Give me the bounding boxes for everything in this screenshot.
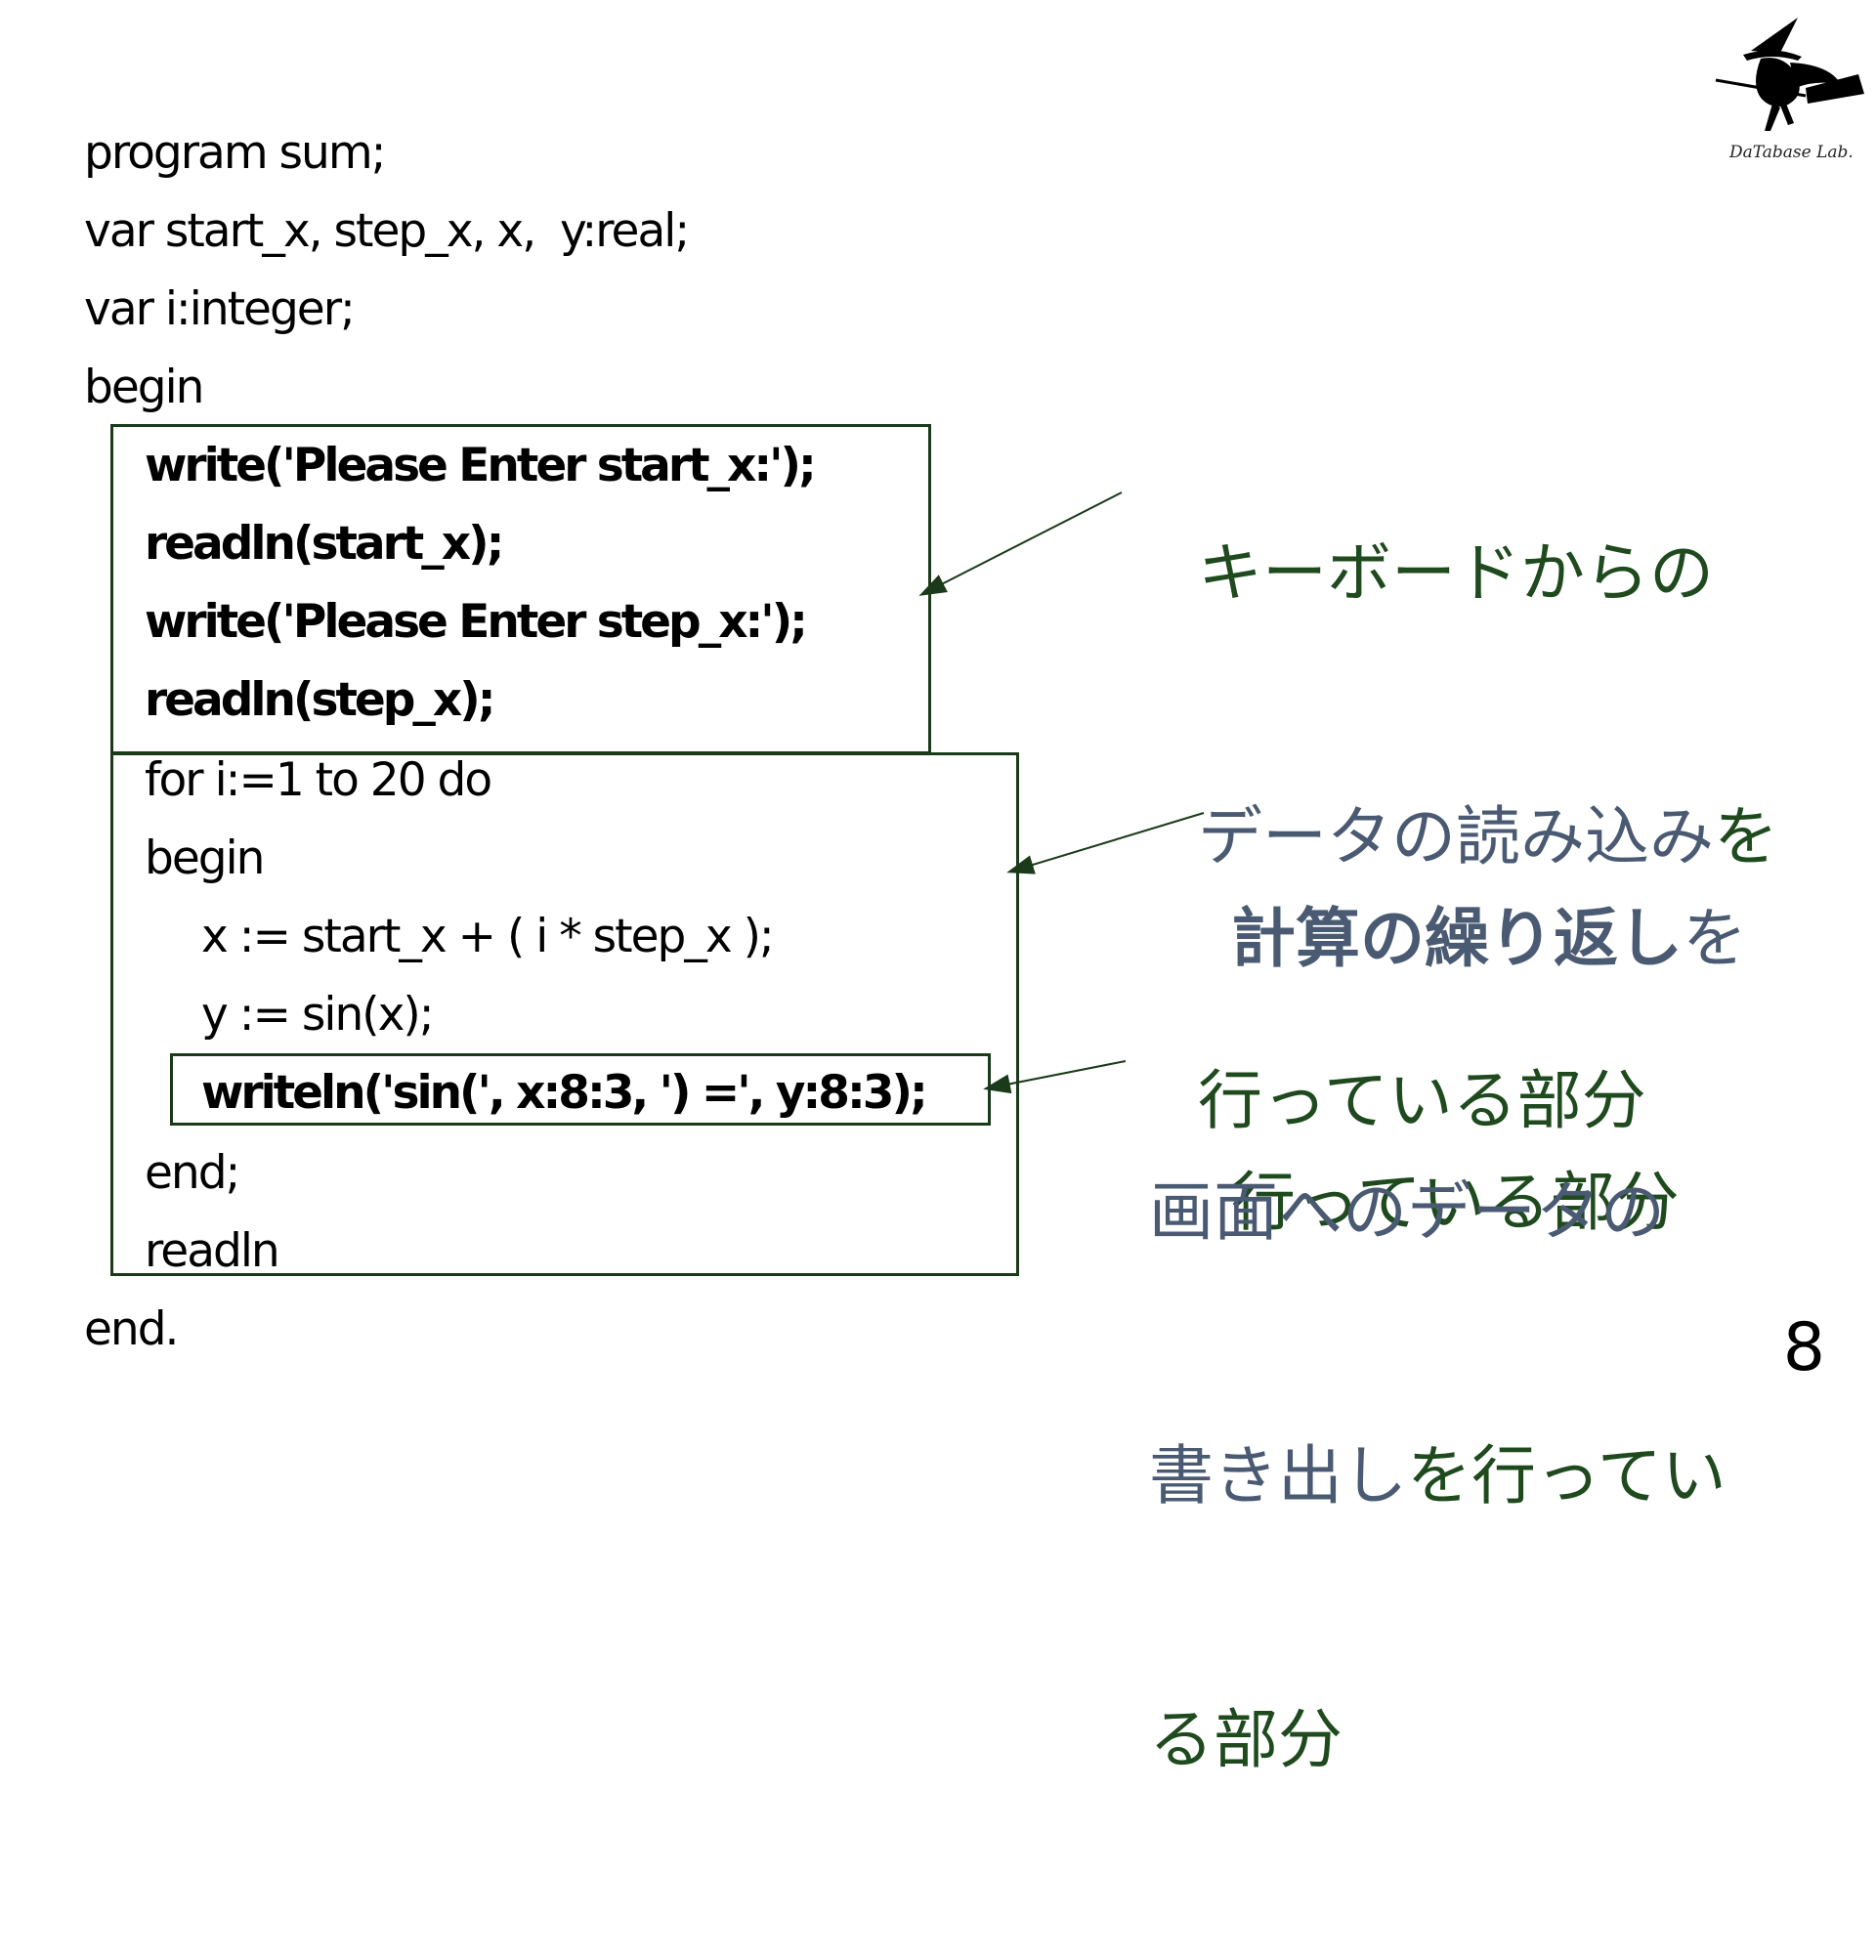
callout-loop-line2: 行っている部分 bbox=[1231, 1165, 1680, 1240]
witch-on-broom-icon bbox=[1715, 18, 1864, 131]
callout-output-line3: る部分 bbox=[1149, 1702, 1343, 1777]
code-line-loop-begin: begin bbox=[145, 831, 265, 885]
code-line-for: for i:=1 to 20 do bbox=[145, 753, 492, 807]
code-line-x-assign: x := start_x + ( i * step_x ); bbox=[201, 910, 775, 963]
code-line-readln: readln bbox=[145, 1224, 280, 1278]
input-arrow bbox=[918, 491, 1123, 596]
callout-input: キーボードからの データの読み込みを 行っている部分 bbox=[1198, 354, 1778, 1321]
slide: DaTabase Lab. program sum; var start_x, … bbox=[84, 18, 1864, 1777]
callout-loop: 計算の繰り返しを 行っている部分 bbox=[1231, 719, 1747, 1423]
callout-output: 画面へのデータの 書き出しを行ってい る部分 bbox=[1149, 993, 1727, 1960]
code-line-y-assign: y := sin(x); bbox=[201, 988, 435, 1042]
loop-box bbox=[110, 752, 1019, 1276]
code-line-write-step: write('Please Enter step_x:'); bbox=[145, 595, 808, 649]
callout-loop-line1: 計算の繰り返しを bbox=[1231, 901, 1747, 976]
callout-output-line2: 書き出しを行ってい bbox=[1149, 1438, 1727, 1513]
code-line-program: program sum; bbox=[84, 126, 386, 180]
code-line-begin: begin bbox=[84, 361, 204, 414]
callout-input-line1: キーボードからの bbox=[1198, 535, 1714, 611]
callout-input-line3: 行っている部分 bbox=[1198, 1063, 1646, 1138]
code-line-loop-end: end; bbox=[145, 1146, 240, 1200]
code-line-readln-start: readln(start_x); bbox=[145, 517, 504, 571]
code-line-readln-step: readln(step_x); bbox=[145, 673, 496, 727]
loop-arrow bbox=[1006, 812, 1205, 874]
code-line-writeln: writeln('sin(', x:8:3, ') =', y:8:3); bbox=[201, 1066, 928, 1120]
code-line-var-integer: var i:integer; bbox=[84, 282, 356, 336]
code-line-var-real: var start_x, step_x, x, y:real; bbox=[84, 204, 690, 258]
callout-input-line2: データの読み込みを bbox=[1198, 799, 1778, 874]
logo-text: DaTabase Lab. bbox=[1729, 143, 1854, 162]
code-line-end: end. bbox=[84, 1302, 179, 1356]
page-number: 8 bbox=[1782, 1309, 1825, 1386]
callout-output-line1: 画面へのデータの bbox=[1149, 1174, 1665, 1250]
code-line-write-start: write('Please Enter start_x:'); bbox=[145, 439, 817, 492]
